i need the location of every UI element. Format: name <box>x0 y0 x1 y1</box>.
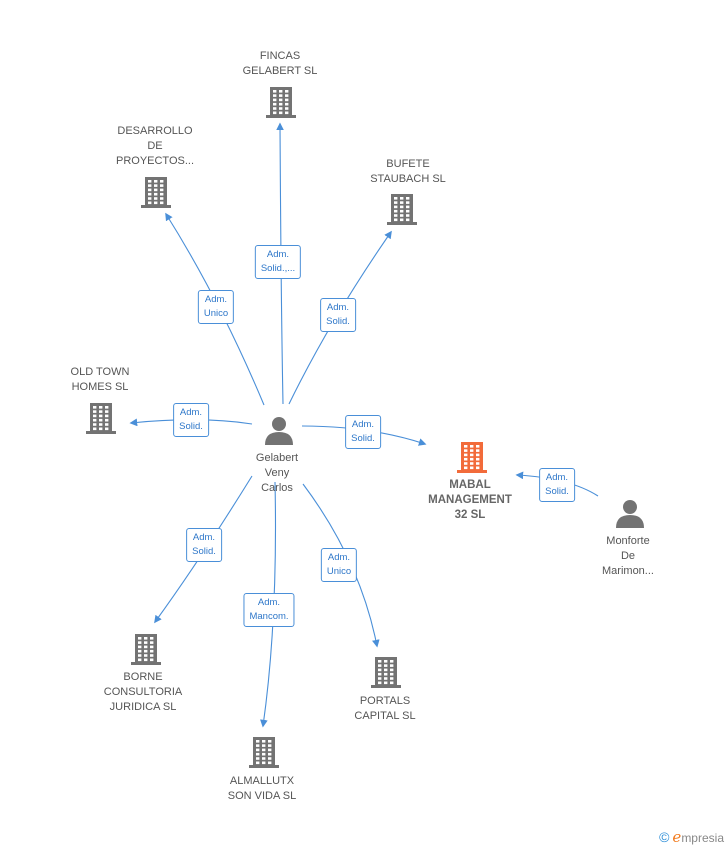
building-icon-bufete[interactable] <box>387 194 417 225</box>
node-label-bufete[interactable]: BUFETE STAUBACH SL <box>370 158 446 185</box>
building-icon-fincas[interactable] <box>266 87 296 118</box>
person-icon-center[interactable] <box>265 417 293 445</box>
copyright-icon: © <box>659 829 670 845</box>
brand-logo: ©empresia <box>659 828 724 846</box>
edge-label-center-to-almallutx[interactable]: Adm. Mancom. <box>243 593 295 627</box>
edge-label-center-to-fincas[interactable]: Adm. Solid.,... <box>254 245 302 279</box>
person-icon-monforte[interactable] <box>616 500 644 528</box>
edge-label-monforte-to-mabal[interactable]: Adm. Solid. <box>539 468 575 502</box>
building-icon-almallutx[interactable] <box>249 737 279 768</box>
edge-label-center-to-borne[interactable]: Adm. Solid. <box>186 528 222 562</box>
building-icon-mabal[interactable] <box>457 442 487 473</box>
edge-label-center-to-oldtown[interactable]: Adm. Solid. <box>173 403 209 437</box>
node-label-oldtown[interactable]: OLD TOWN HOMES SL <box>70 366 130 393</box>
node-label-center[interactable]: Gelabert Veny Carlos <box>255 452 299 494</box>
node-label-mabal[interactable]: MABAL MANAGEMENT 32 SL <box>428 479 512 521</box>
building-icon-oldtown[interactable] <box>86 403 116 434</box>
building-icon-portals[interactable] <box>371 657 401 688</box>
node-label-fincas[interactable]: FINCAS GELABERT SL <box>242 50 318 77</box>
node-label-desarrollo[interactable]: DESARROLLO DE PROYECTOS... <box>115 125 195 167</box>
node-label-borne[interactable]: BORNE CONSULTORIA JURIDICA SL <box>103 671 183 713</box>
edge-label-center-to-portals[interactable]: Adm. Unico <box>320 548 358 582</box>
edge-label-center-to-desarrollo[interactable]: Adm. Unico <box>197 290 235 324</box>
edge-label-center-to-mabal[interactable]: Adm. Solid. <box>345 415 381 449</box>
node-label-monforte[interactable]: Monforte De Marimon... <box>602 535 654 577</box>
edge-center-to-fincas <box>276 122 284 405</box>
building-icon-desarrollo[interactable] <box>141 177 171 208</box>
edge-label-center-to-bufete[interactable]: Adm. Solid. <box>320 298 356 332</box>
node-label-almallutx[interactable]: ALMALLUTX SON VIDA SL <box>227 775 297 802</box>
node-label-portals[interactable]: PORTALS CAPITAL SL <box>354 695 416 722</box>
building-icon-borne[interactable] <box>131 634 161 665</box>
